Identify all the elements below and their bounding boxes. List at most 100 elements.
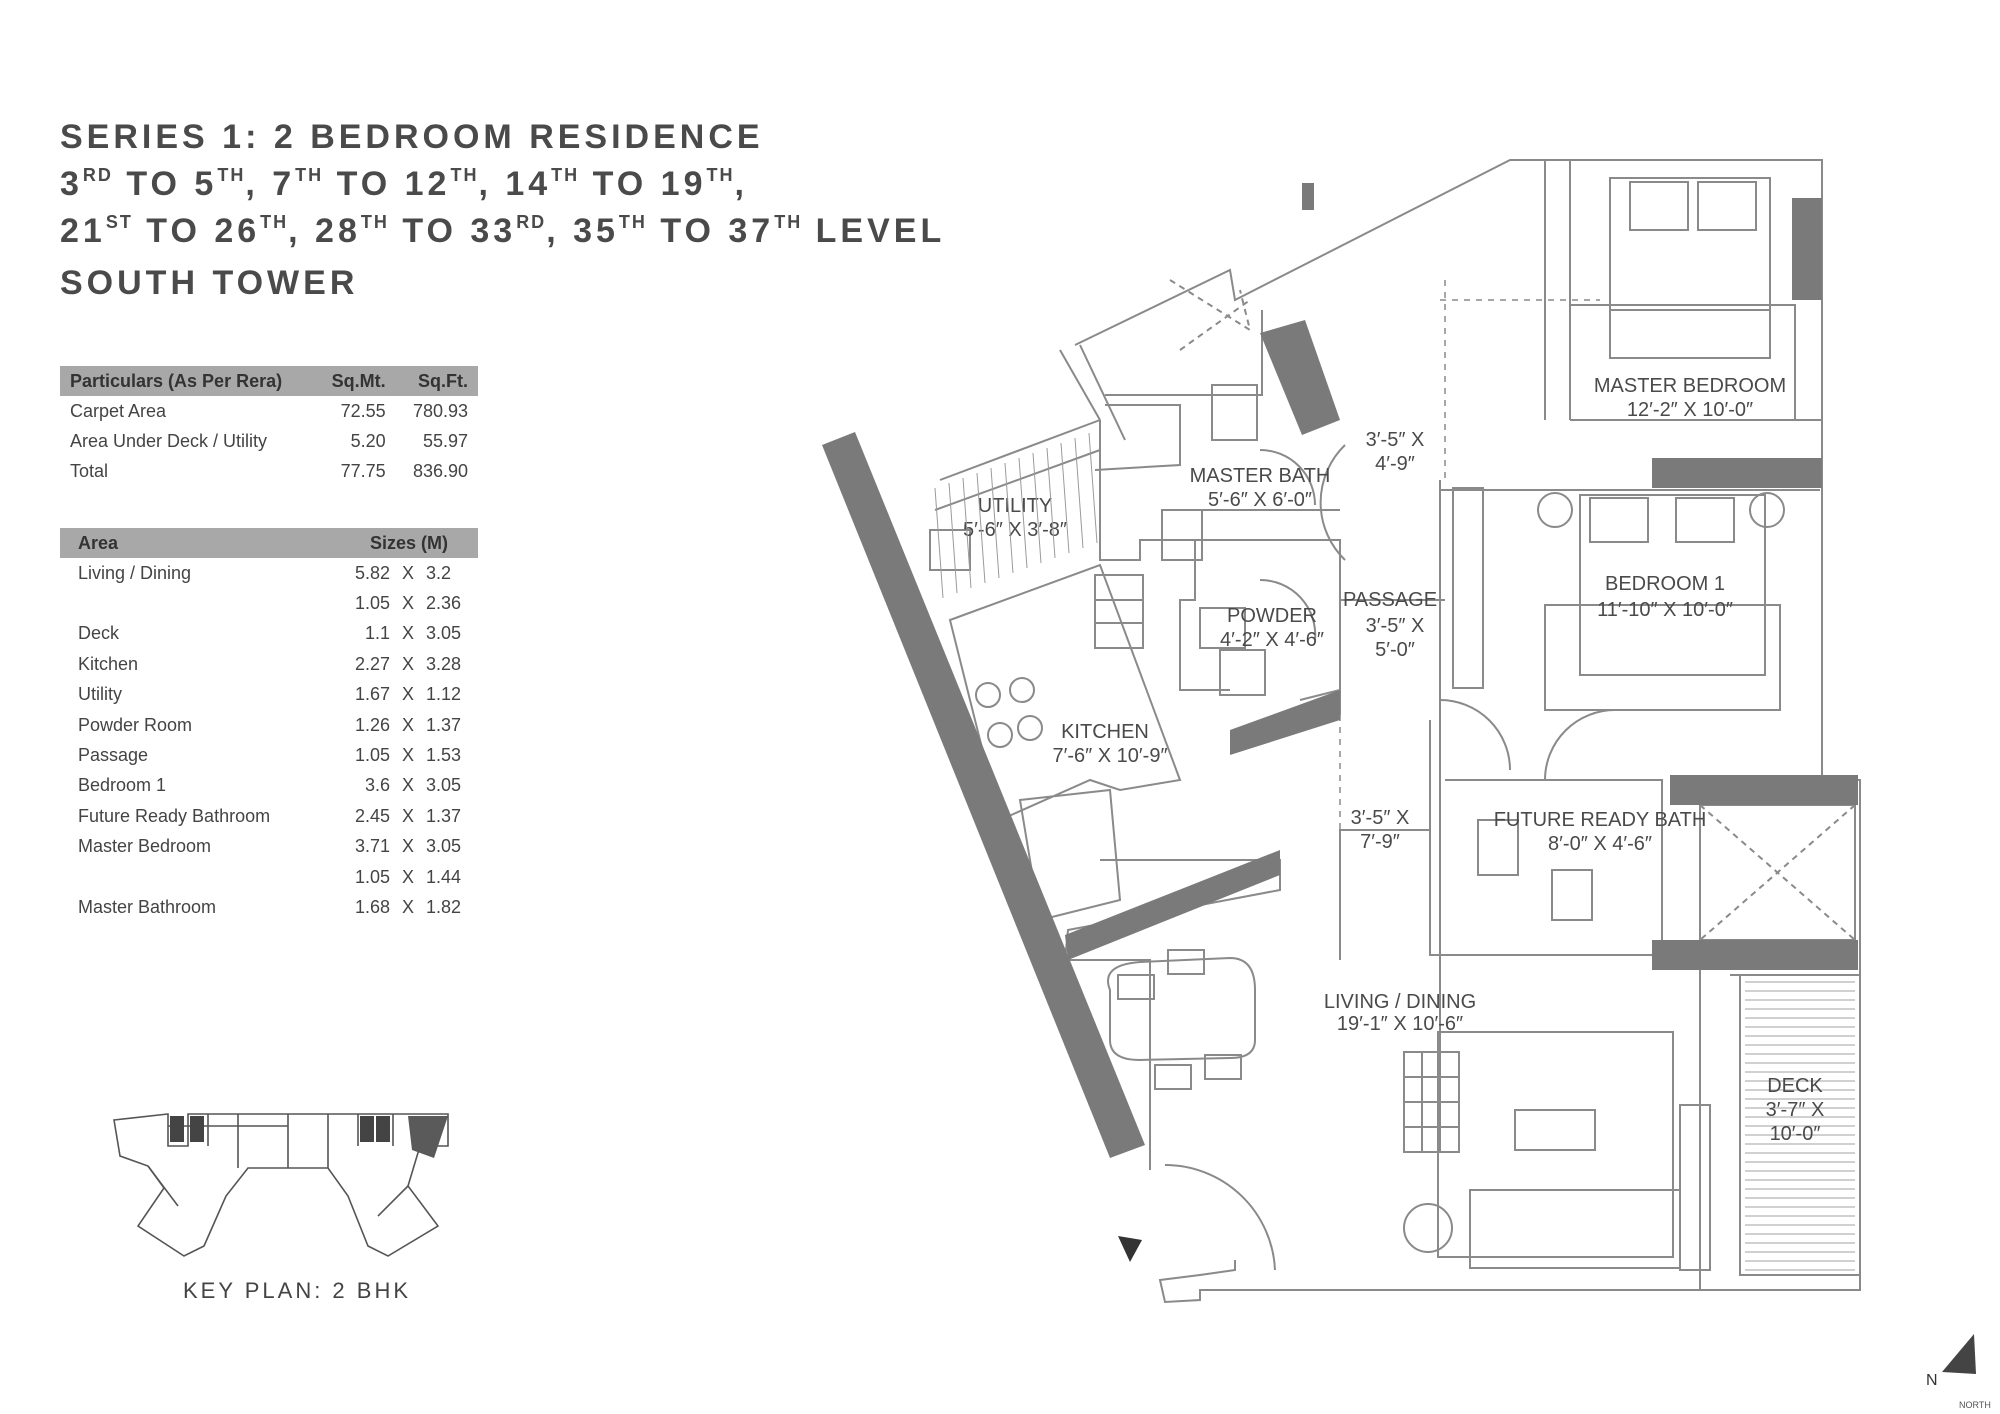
area-name: Bedroom 1 [78,775,167,796]
size-value-a: 2.45 [354,805,390,826]
size-value-a: 1.1 [364,623,390,644]
key-plan-outline [113,1113,449,1257]
sizes-header: Sizes (M) [340,528,478,558]
north-caption: NORTH [1959,1400,1991,1410]
structural-column [1670,775,1858,805]
size-separator: X [401,653,414,674]
shower-cross [1699,804,1856,941]
utility-hatch-line [1018,457,1028,569]
powder-basin [1199,607,1246,649]
utility-hatch [1059,344,1126,441]
size-separator: X [401,745,414,766]
size-separator: X [401,805,414,826]
size-value-b: 3.2 [426,562,452,583]
structural-wall [1230,690,1340,755]
plan-heading: SERIES 1: 2 BEDROOM RESIDENCE 3RD TO 5TH… [60,118,945,302]
table-row: Total 77.75 836.90 [60,456,478,486]
kitchen-sink [1094,599,1144,649]
structural-column [1652,458,1822,488]
size-separator: X [401,593,414,614]
structural-column [1302,183,1314,210]
particulars-header-row: Particulars (As Per Rera) Sq.Mt. Sq.Ft. [60,366,478,396]
passage-lower-dimension: 3′-5″ X [1351,807,1410,829]
size-value-a: 3.71 [354,836,390,857]
size-value-b: 3.05 [426,623,462,644]
kitchen-size: 7′-6″ X 10′-9″ [1052,745,1167,767]
door-swing [1319,444,1346,561]
sqmt-value: 5.20 [350,430,386,451]
size-value-a: 2.27 [354,653,390,674]
utility-hatch-line [1074,437,1084,549]
bath-vanity [1477,819,1519,876]
structural-column [1652,940,1858,970]
passage-dimension: 3′-5″ X [1366,615,1425,637]
sofa-side [1679,1104,1711,1271]
bedroom-1-size: 11′-10″ X 10′-0″ [1597,599,1733,621]
size-value-b: 1.82 [426,896,462,917]
living-dining-label: LIVING / DINING [1324,991,1476,1013]
utility-hatch-line [976,472,986,584]
door-swing [1544,709,1616,781]
exterior-wall-west [822,432,1145,1158]
bath-toilet [1551,869,1593,921]
key-plan-stair [190,1116,204,1142]
coffee-table [1514,1109,1596,1151]
utility-label: UTILITY [978,495,1052,517]
future-ready-bath-label: FUTURE READY BATH [1494,809,1707,831]
north-arrow-icon [1942,1334,1976,1374]
area-header: Area [60,528,340,558]
size-value-b: 1.44 [426,866,462,887]
particulars-table: Particulars (As Per Rera) Sq.Mt. Sq.Ft. … [60,366,478,486]
area-name: Utility [78,684,122,705]
particular-name: Total [70,460,109,481]
sqmt-header: Sq.Mt. [314,366,396,396]
key-plan-map [113,1113,449,1257]
bedside-lamp [1537,492,1573,528]
passage-upper-dimension-2: 4′-9″ [1375,453,1415,475]
structural-column [1260,320,1340,435]
key-plan-stair [170,1116,184,1142]
dining-chair [1117,974,1155,1000]
utility-hatch-line [990,467,1000,579]
master-bed [1570,177,1796,420]
bookshelf-grid [1404,1052,1459,1152]
north-letter: N [1926,1372,1938,1389]
balcony-dashed [1169,279,1252,351]
key-plan-stair [360,1116,374,1142]
area-name: Future Ready Bathroom [78,805,271,826]
size-separator: X [401,562,414,583]
utility-hatch-line [1004,462,1014,574]
master-bath-label: MASTER BATH [1190,465,1331,487]
size-value-a: 1.67 [354,684,390,705]
door-swing [1259,449,1316,506]
heading-levels-line-2: 21ST TO 26TH, 28TH TO 33RD, 35TH TO 37TH… [60,212,946,250]
size-value-a: 1.05 [354,593,390,614]
master-bath-basin [1161,509,1203,561]
area-name: Passage [78,745,149,766]
size-value-b: 1.53 [426,745,462,766]
size-value-b: 3.05 [426,836,462,857]
table-row: Area Under Deck / Utility 5.20 55.97 [60,426,478,456]
sqft-value: 780.93 [412,400,468,421]
door-swing [1439,699,1511,771]
heading-series: SERIES 1: 2 BEDROOM RESIDENCE [60,118,764,156]
key-plan-stair [376,1116,390,1142]
size-separator: X [401,623,414,644]
powder-toilet [1219,649,1266,696]
area-name: Master Bedroom [78,836,212,857]
size-value-a: 3.6 [364,775,390,796]
sqft-header: Sq.Ft. [395,366,478,396]
powder-size: 4′-2″ X 4′-6″ [1220,629,1324,651]
deck-label: DECK [1767,1075,1823,1097]
stove-burner [975,682,1001,708]
utility-hatch-line [1088,432,1098,544]
